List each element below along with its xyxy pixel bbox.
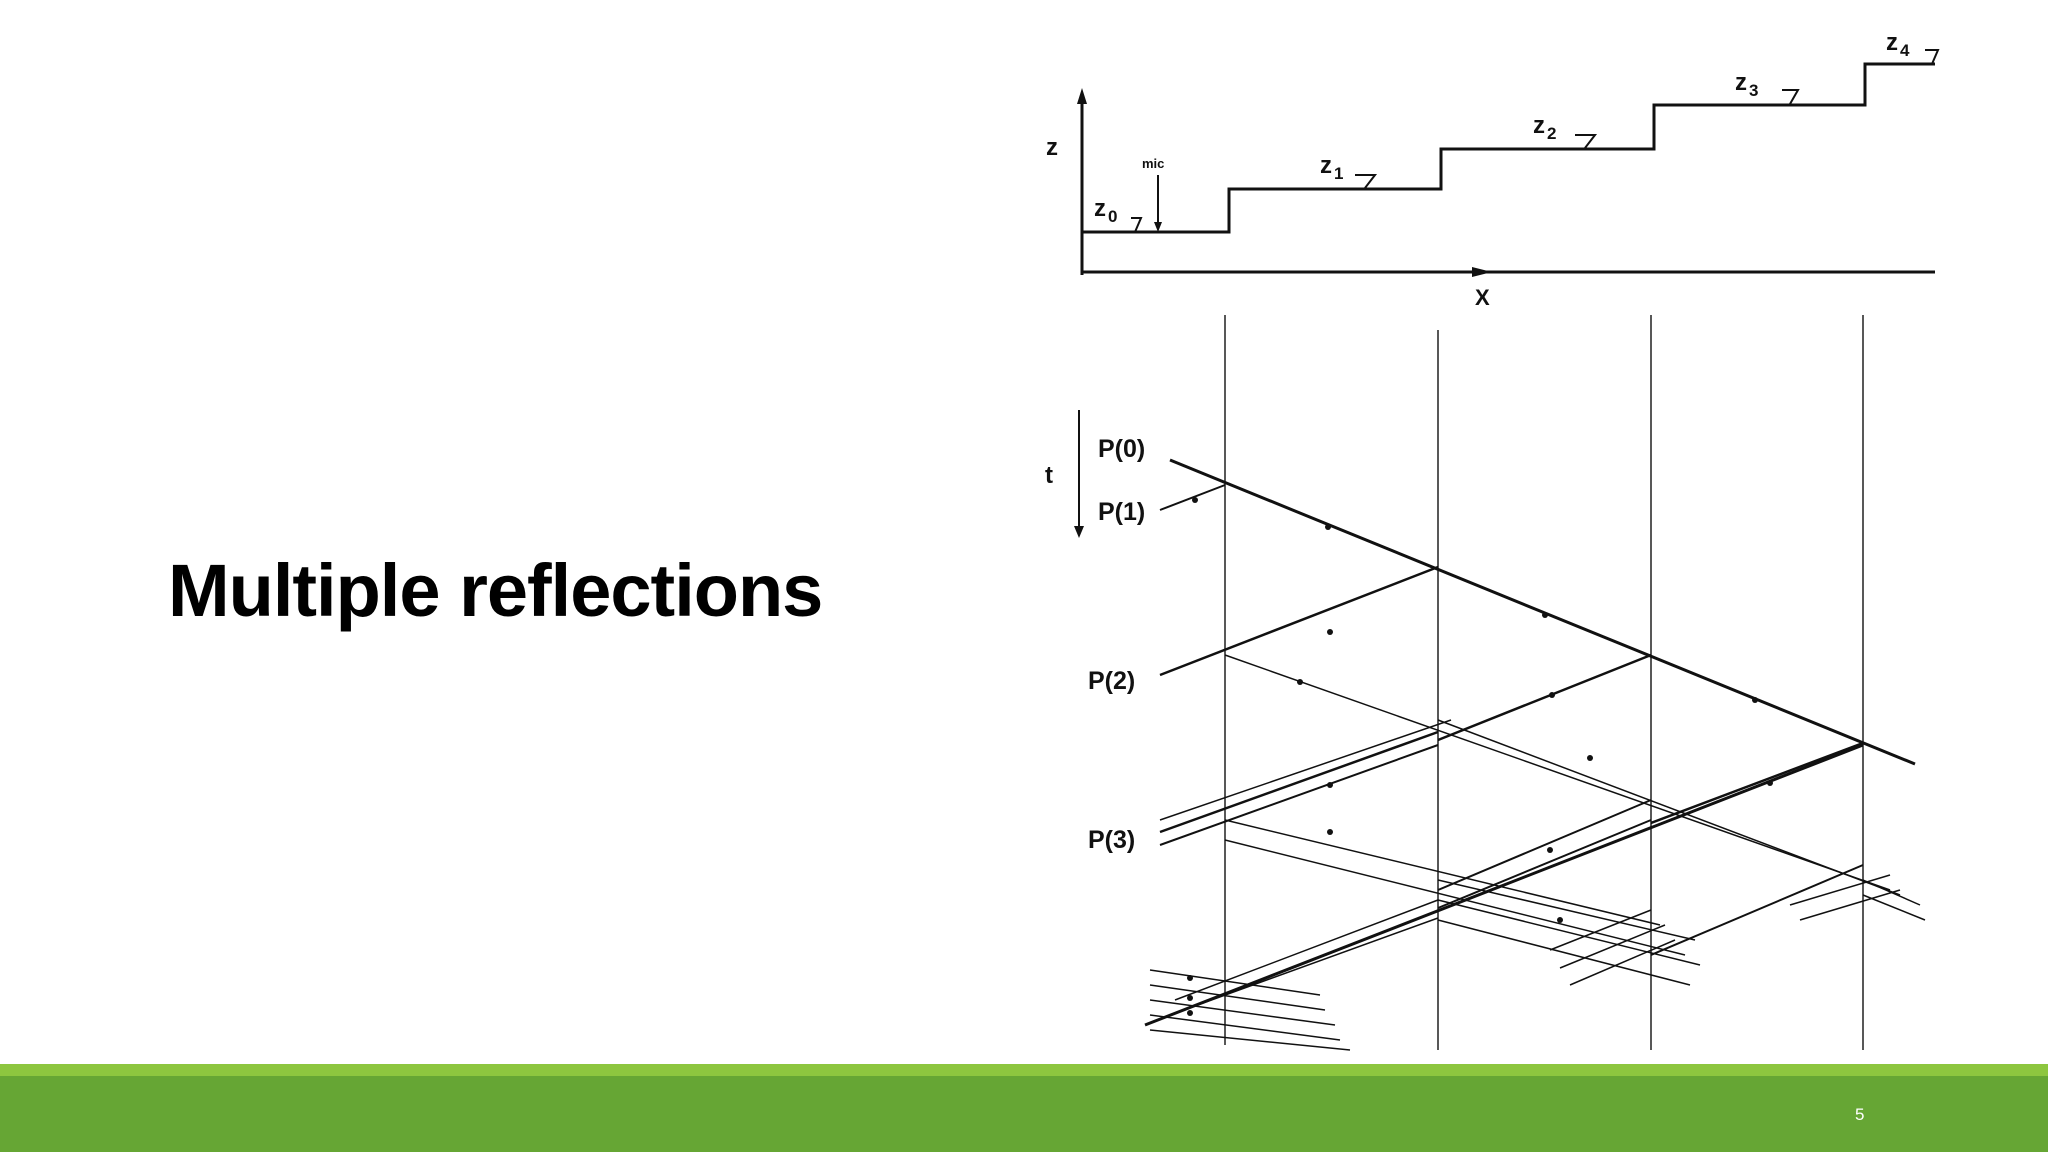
z4-marker — [1925, 49, 1940, 65]
footer-accent-stripe — [0, 1064, 2048, 1076]
wave-dots — [1187, 497, 1773, 1016]
wave-dot — [1297, 679, 1303, 685]
wave-dot — [1325, 524, 1331, 530]
interface-lines — [1224, 315, 1864, 1050]
wave-p3-e — [1437, 819, 1652, 909]
wave-dot — [1327, 829, 1333, 835]
wave-r2-a — [1224, 654, 1891, 891]
wave-p2-c — [1650, 741, 1864, 825]
wave-bm-b — [1559, 924, 1666, 969]
wave-m-e — [1437, 919, 1691, 986]
wave-p3-b — [1159, 744, 1439, 846]
wave-br-c — [1862, 879, 1921, 906]
wave-p3-c — [1159, 719, 1452, 821]
t-axis-label: t — [1045, 462, 1053, 489]
footer-bar — [0, 1076, 2048, 1152]
wave-m-b — [1224, 839, 1686, 956]
slide-title: Multiple reflections — [168, 549, 823, 632]
z1-marker — [1355, 174, 1378, 189]
wave-p3-f — [1650, 864, 1864, 956]
wave-bl-f — [1174, 899, 1439, 1001]
z-axis-arrow — [1077, 88, 1087, 104]
wave-dot — [1542, 612, 1548, 618]
mic-arrow-head — [1154, 222, 1162, 232]
pulse-label-p2: P(2) — [1088, 667, 1135, 695]
layer-profile — [1082, 62, 1935, 234]
wave-dot — [1187, 975, 1193, 981]
wave-p3-d — [1437, 799, 1652, 891]
pulse-label-p1: P(1) — [1098, 498, 1145, 526]
wave-bl-a — [1149, 969, 1321, 996]
pulse-label-p0: P(0) — [1098, 435, 1145, 463]
wave-p1 — [1159, 484, 1226, 511]
wave-m-a — [1224, 819, 1661, 926]
wave-r2-b — [1437, 719, 1901, 896]
wave-bl-d — [1149, 1014, 1341, 1041]
wave-br-b — [1799, 889, 1901, 921]
x-axis-arrow — [1472, 267, 1492, 277]
z-axis-label: z — [1046, 134, 1058, 161]
z2-marker — [1575, 134, 1598, 149]
wave-dot — [1752, 697, 1758, 703]
z3-marker — [1782, 89, 1800, 105]
wave-bm-a — [1549, 909, 1652, 951]
wave-p3-a — [1159, 730, 1439, 834]
wave-p0 — [1169, 458, 1916, 766]
wave-dot — [1547, 847, 1553, 853]
wave-dot — [1192, 497, 1198, 503]
wave-bm-c — [1569, 939, 1676, 986]
wave-bl-g — [1169, 917, 1439, 1016]
wave-dot — [1327, 782, 1333, 788]
t-axis-arrow — [1074, 526, 1084, 538]
wave-dot — [1767, 780, 1773, 786]
mic-label: mic — [1142, 156, 1164, 171]
wave-bl-e — [1149, 1029, 1351, 1051]
wave-bl-b — [1149, 984, 1326, 1011]
wave-m-d — [1437, 899, 1701, 966]
page-number: 5 — [1855, 1105, 1865, 1124]
wave-dot — [1549, 692, 1555, 698]
wave-deep — [1144, 743, 1864, 1027]
wave-dot — [1187, 1010, 1193, 1016]
wave-p2-a — [1159, 565, 1439, 677]
wave-br-a — [1789, 874, 1891, 906]
pulse-label-p3: P(3) — [1088, 826, 1135, 854]
x-axis-label: X — [1475, 285, 1490, 310]
z0-marker — [1131, 217, 1143, 233]
wave-dot — [1587, 755, 1593, 761]
wave-dot — [1327, 629, 1333, 635]
wave-dot — [1557, 917, 1563, 923]
wave-br-d — [1862, 894, 1926, 921]
wave-bl-c — [1149, 999, 1336, 1026]
wave-dot — [1187, 995, 1193, 1001]
wave-p2-b — [1437, 653, 1652, 742]
